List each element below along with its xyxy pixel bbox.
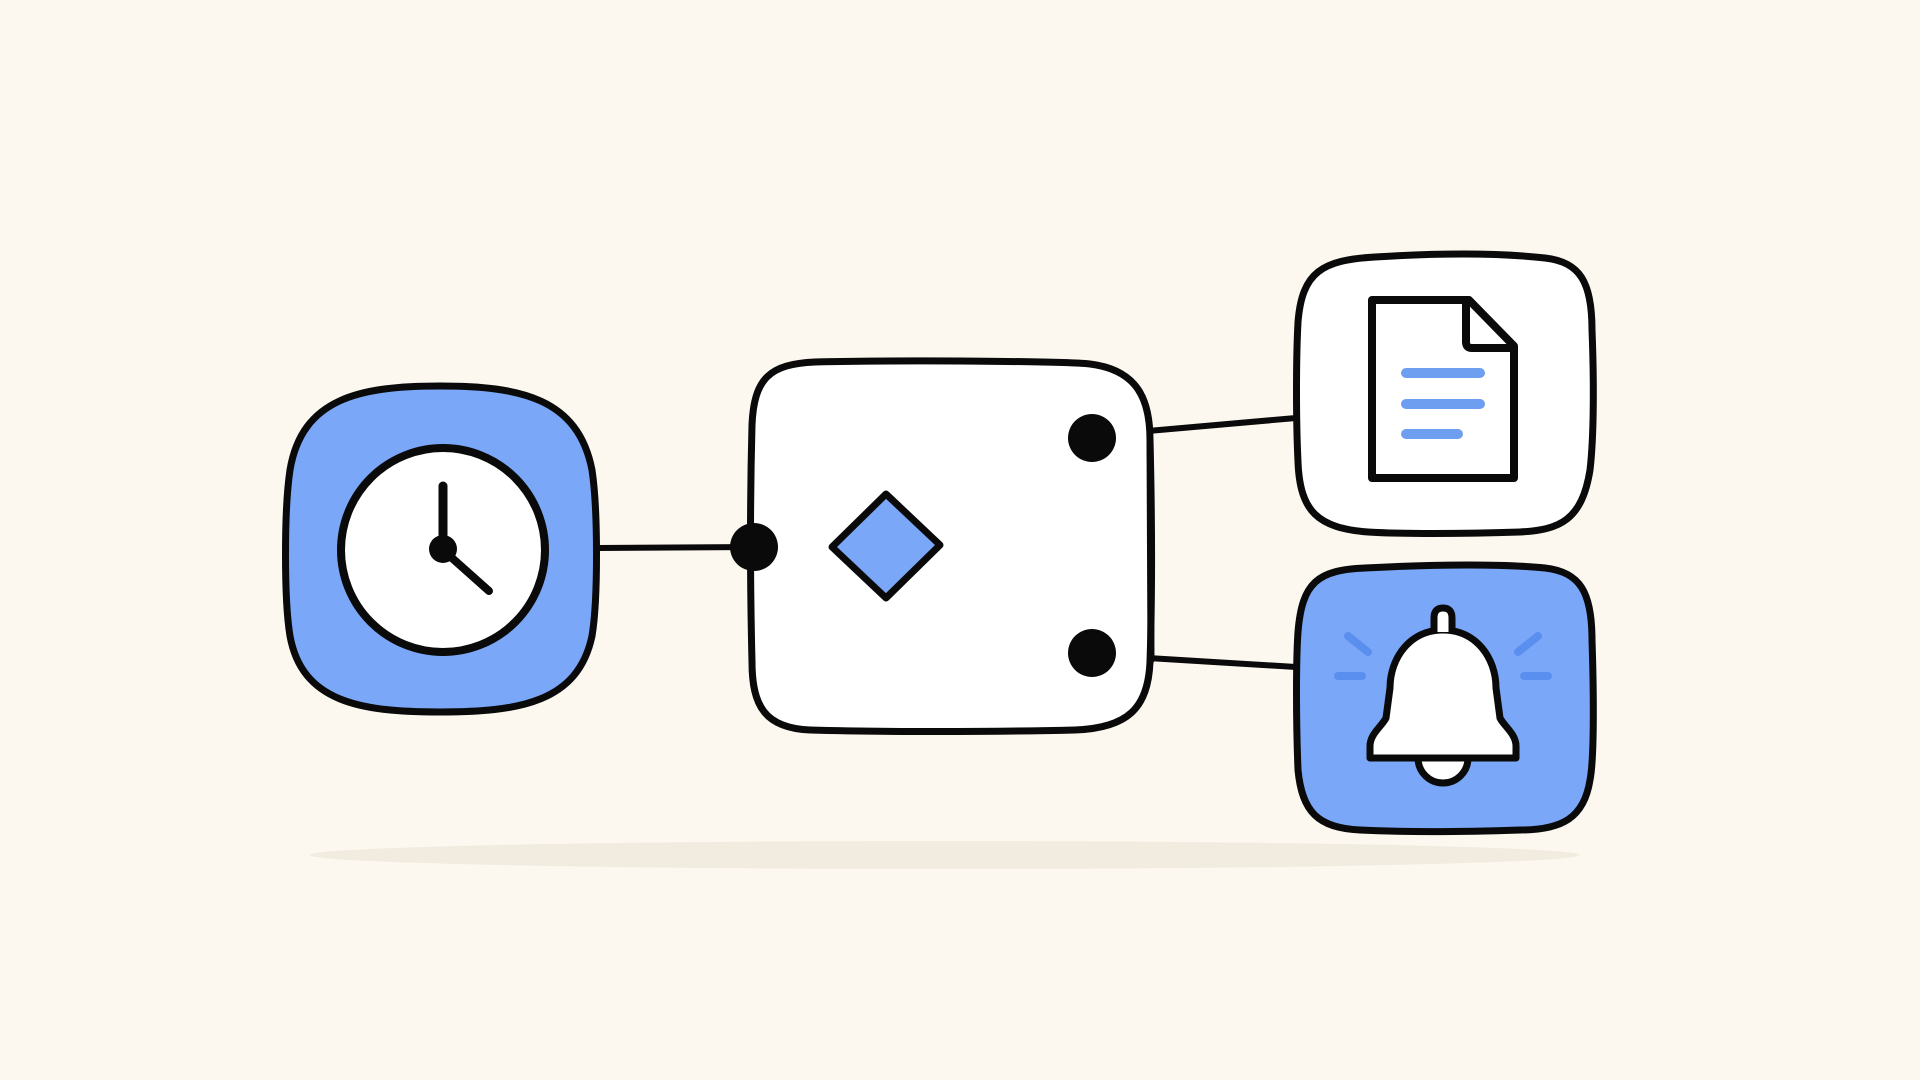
bell-handle (1430, 604, 1456, 632)
document-icon (1368, 296, 1518, 482)
bell-clapper (1414, 754, 1472, 787)
router-output-port-lower[interactable] (1068, 629, 1116, 677)
ground-shadow (310, 841, 1580, 869)
ports (730, 414, 1116, 677)
notification-node[interactable] (1293, 561, 1597, 835)
router-input-port[interactable] (730, 523, 778, 571)
clock-icon (337, 444, 549, 656)
alert-marks (1334, 632, 1552, 680)
trigger-node[interactable] (282, 382, 600, 716)
document-fold (1462, 302, 1512, 352)
document-node[interactable] (1293, 250, 1597, 537)
document-page (1368, 296, 1518, 482)
router-output-port-upper[interactable] (1068, 414, 1116, 462)
branch-diamond-icon (828, 490, 944, 602)
alert-mark (1514, 632, 1542, 656)
document-text-lines (1401, 368, 1485, 439)
bell-body (1366, 626, 1520, 762)
bell-icon (1334, 604, 1552, 787)
alert-mark (1344, 632, 1372, 656)
router-node[interactable] (747, 357, 1155, 735)
clock-pivot (429, 535, 457, 563)
router-node-right-edge-overlap (1146, 436, 1155, 664)
